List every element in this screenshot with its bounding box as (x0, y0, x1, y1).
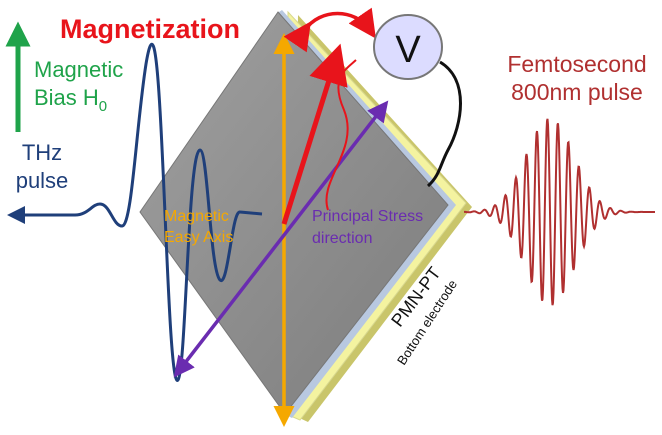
magnetic-bias-text: Bias H (34, 85, 99, 110)
voltmeter (373, 14, 443, 80)
magnetization-vector (281, 43, 348, 225)
magnetic-bias-label-line2: Bias H0 (34, 85, 107, 115)
easy-axis-label-line2: Easy Axis (164, 229, 233, 246)
voltmeter-label: V (395, 29, 421, 71)
magnetization-label: Magnetization (60, 14, 240, 44)
femto-label-line1: Femtosecond (507, 51, 646, 77)
thz-label-line1: THz (22, 140, 62, 165)
thz-label-line2: pulse (16, 168, 69, 193)
magnetic-bias-label-line1: Magnetic (34, 57, 123, 82)
femtosecond-pulse-wave (464, 118, 655, 306)
easy-axis-label-line1: Magnetic (164, 208, 229, 225)
stress-direction-arrow (173, 100, 389, 378)
stress-label-line1: Principal Stress (312, 208, 423, 225)
femto-label-line2: 800nm pulse (511, 79, 643, 105)
magnetic-bias-subscript: 0 (99, 98, 107, 115)
stress-label-line2: direction (312, 230, 372, 247)
magnetization-precession-curve (325, 59, 357, 211)
voltage-rotation-arrow (283, 7, 376, 53)
voltmeter-wire (426, 60, 462, 188)
